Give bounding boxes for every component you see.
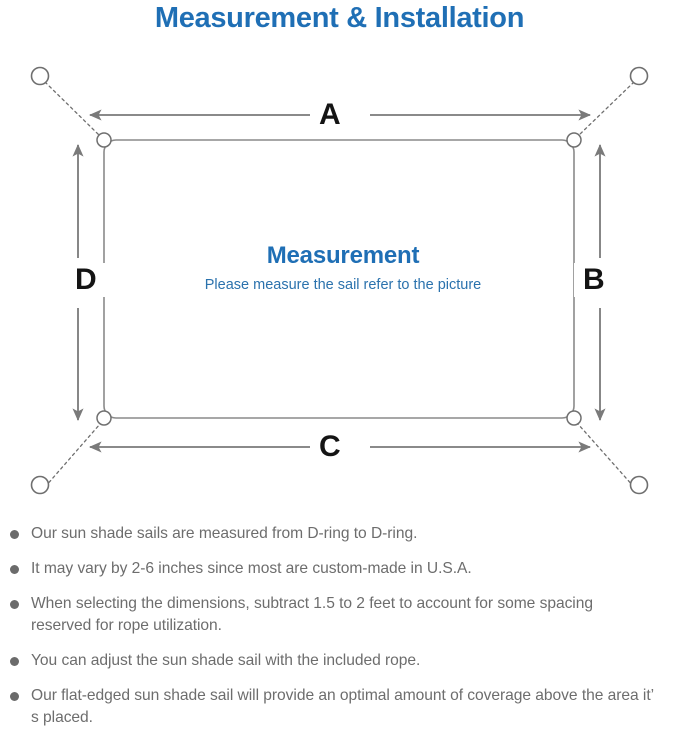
bullet-icon	[10, 692, 19, 701]
dimension-arrows	[72, 109, 606, 453]
dimension-label-c: C	[310, 430, 350, 464]
rope-line-bottom-left	[44, 423, 101, 488]
rope-line-bottom-right	[577, 423, 635, 488]
diagram-canvas	[30, 66, 649, 495]
rope-lines	[44, 81, 635, 488]
note-text: You can adjust the sun shade sail with t…	[31, 652, 421, 669]
d-ring-group	[96, 132, 582, 426]
bullet-icon	[10, 657, 19, 666]
note-text: It may vary by 2-6 inches since most are…	[31, 560, 472, 577]
d-ring-top-right	[566, 132, 582, 148]
anchor-group	[30, 66, 649, 495]
anchor-bottom-left	[30, 475, 50, 495]
dimension-label-d: D	[66, 263, 106, 297]
bullet-icon	[10, 530, 19, 539]
d-ring-top-left	[96, 132, 112, 148]
page-title: Measurement & Installation	[154, 2, 525, 34]
note-text: Our flat-edged sun shade sail will provi…	[31, 687, 654, 726]
rope-line-top-left	[44, 81, 101, 137]
sail-rectangle	[103, 139, 575, 419]
note-text: When selecting the dimensions, subtract …	[31, 595, 593, 634]
rope-line-top-right	[577, 81, 635, 137]
d-ring-bottom-left	[96, 410, 112, 426]
list-item: It may vary by 2-6 inches since most are…	[0, 558, 679, 580]
bullet-icon	[10, 565, 19, 574]
d-ring-bottom-right	[566, 410, 582, 426]
sail-measurement-diagram: Measurement Please measure the sail refe…	[0, 46, 679, 516]
anchor-top-left	[30, 66, 50, 86]
dimension-label-a: A	[310, 98, 350, 132]
dimension-label-b: B	[574, 263, 614, 297]
notes-list: Our sun shade sails are measured from D-…	[0, 523, 679, 742]
anchor-top-right	[629, 66, 649, 86]
list-item: Our sun shade sails are measured from D-…	[0, 523, 679, 545]
bullet-icon	[10, 600, 19, 609]
list-item: When selecting the dimensions, subtract …	[0, 593, 679, 637]
anchor-bottom-right	[629, 475, 649, 495]
list-item: You can adjust the sun shade sail with t…	[0, 650, 679, 672]
note-text: Our sun shade sails are measured from D-…	[31, 525, 418, 542]
list-item: Our flat-edged sun shade sail will provi…	[0, 685, 679, 729]
